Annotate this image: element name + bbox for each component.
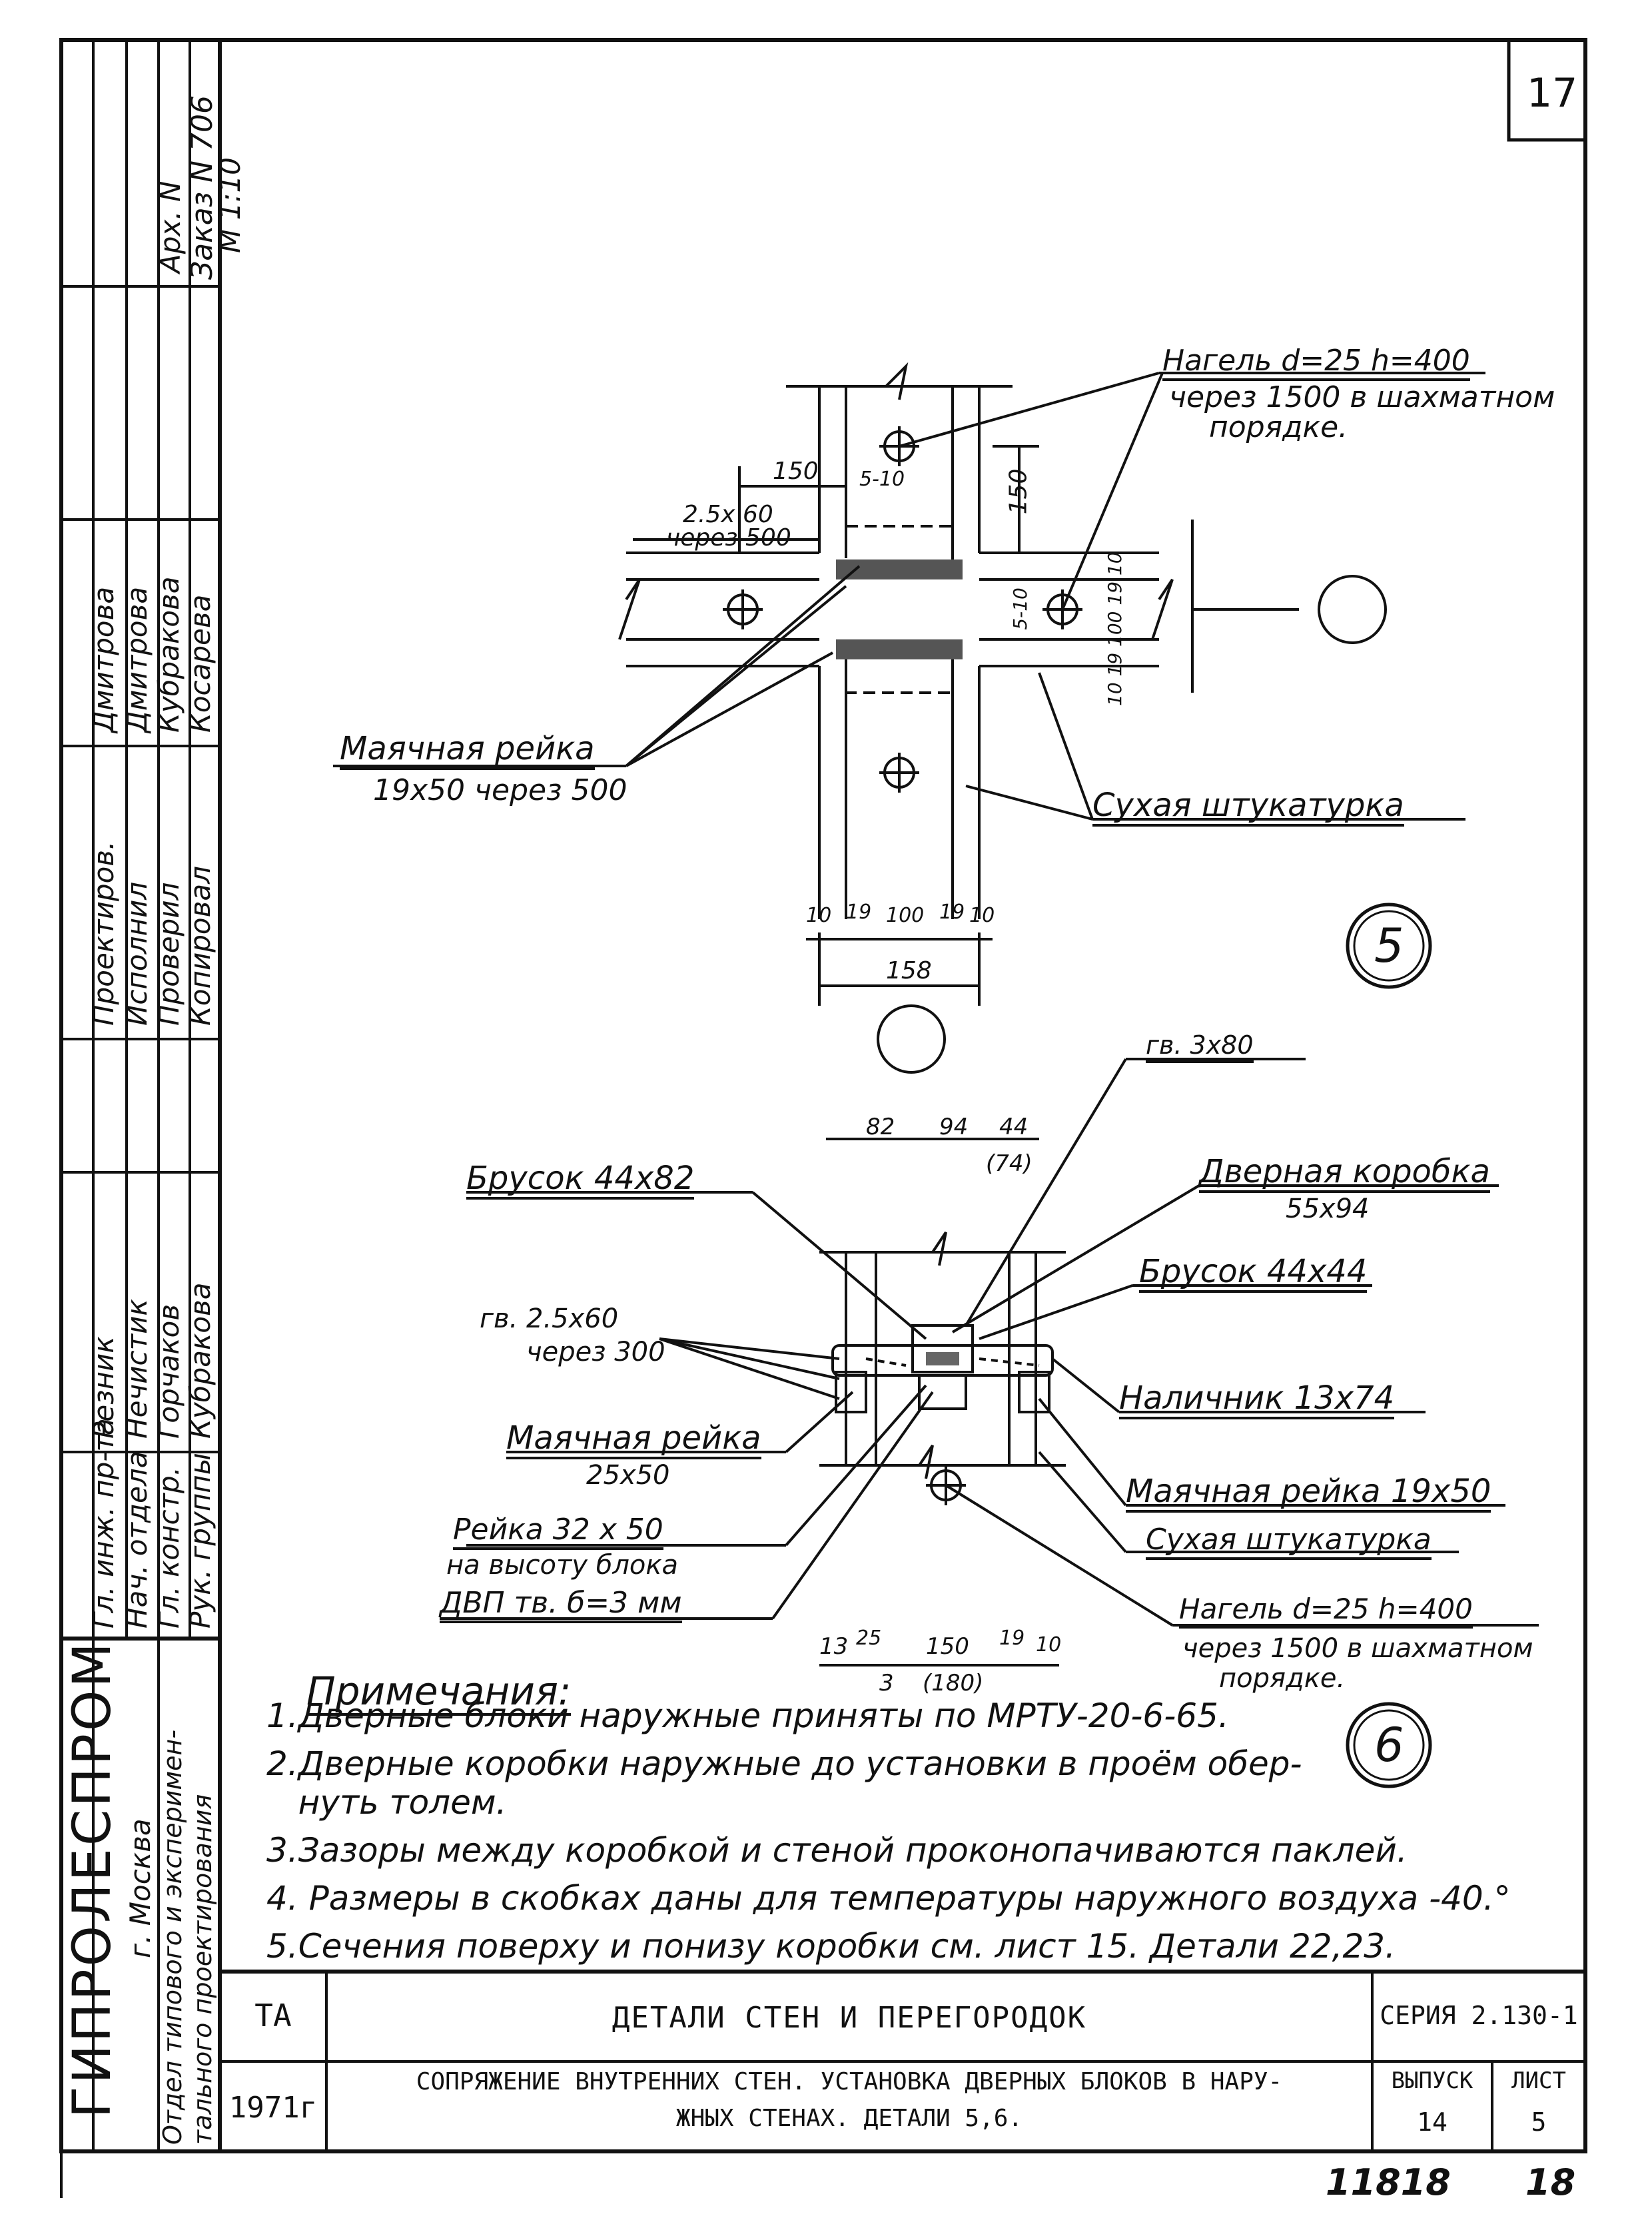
- d5-rail-1: Маячная рейка: [340, 733, 595, 770]
- stamp-role-4: Рук. группы: [184, 1453, 216, 1629]
- notes-heading: Примечания:: [306, 1672, 572, 1716]
- d5-right-dims: 10 19 100 19 10: [1104, 552, 1126, 706]
- stamp-order-label: Заказ N 706: [185, 95, 219, 280]
- d6-gv-1: гв. 2.5x60: [480, 1303, 619, 1334]
- d6-dvp: ДВП тв. б=3 мм: [440, 1589, 682, 1623]
- stamp-dept-2: тального проектирования: [188, 1794, 217, 2145]
- d6-door-frame-2: 55x94: [1286, 1194, 1370, 1224]
- detail-6-geometry: [440, 1058, 1539, 1788]
- d6-rail-left-1: Маячная рейка: [506, 1422, 761, 1459]
- stamp-role-6: Исполнил: [121, 881, 153, 1026]
- d6-bottom-dim-5: 10: [1036, 1633, 1062, 1657]
- d6-gv-top: гв. 3x80: [1146, 1032, 1254, 1063]
- stamp-name-bottom-4: Косарева: [184, 594, 216, 733]
- d5-nagel-1: Нагель d=25 h=400: [1162, 346, 1470, 381]
- sheet-number-bottom: 18: [1525, 2161, 1576, 2203]
- d5-dim-b-3: 100: [886, 904, 925, 927]
- d5-nagel-3: порядке.: [1209, 410, 1348, 444]
- stamp-role-5: Проектиров.: [87, 841, 120, 1026]
- tb-title-2a: СОПРЯЖЕНИЕ ВНУТРЕННИХ СТЕН. УСТАНОВКА ДВ…: [416, 2068, 1283, 2095]
- stamp-role-8: Копировал: [184, 866, 216, 1026]
- d6-bottom-dim-3mm: 3: [879, 1670, 894, 1696]
- stamp-scale: М 1:10: [214, 157, 246, 253]
- d6-nalichnik: Наличник 13x74: [1119, 1382, 1395, 1419]
- d5-dim-5-10-v: 5-10: [1009, 587, 1031, 630]
- d6-door-frame-1: Дверная коробка: [1199, 1156, 1490, 1193]
- d5-nail-1: 2.5x 60: [683, 501, 773, 528]
- d6-top-dim-3: 44: [999, 1114, 1029, 1140]
- d6-bottom-dim-3: 150: [926, 1633, 969, 1660]
- d5-nail-2: через 500: [666, 524, 791, 552]
- d5-dim-150-top: 150: [773, 458, 819, 485]
- d6-nagel-3: порядке.: [1219, 1663, 1346, 1694]
- tb-sheet-value: 5: [1531, 2107, 1547, 2137]
- d5-nagel-2: через 1500 в шахматном: [1169, 380, 1555, 414]
- note-item-3: нуть толем.: [266, 1783, 507, 1822]
- note-item-5: 4. Размеры в скобках даны для температур…: [266, 1879, 1511, 1918]
- archive-number: 11818: [1326, 2161, 1451, 2203]
- stamp-name-bottom-2: Дмитрова: [121, 586, 153, 733]
- d6-nagel-2: через 1500 в шахматном: [1182, 1633, 1533, 1664]
- d6-top-dim-1: 82: [866, 1114, 895, 1140]
- tb-code: ТА: [254, 1998, 292, 2034]
- d6-nagel-1: Нагель d=25 h=400: [1179, 1595, 1473, 1629]
- d6-bottom-dim-paren: (180): [923, 1670, 984, 1696]
- d5-dim-b-2: 19: [846, 901, 872, 924]
- page-number: 17: [1527, 70, 1578, 117]
- d6-rail-right: Маячная рейка 19x50: [1126, 1475, 1491, 1513]
- d6-reika-1: Рейка 32 x 50: [453, 1515, 663, 1550]
- note-item-2: 2.Дверные коробки наружные до установки …: [266, 1744, 1302, 1783]
- d6-gv-2: через 300: [526, 1337, 665, 1367]
- tb-title-2b: ЖНЫХ СТЕНАХ. ДЕТАЛИ 5,6.: [675, 2105, 1023, 2132]
- d5-rail-2: 19x50 через 500: [373, 773, 627, 807]
- page-number-box: [1507, 38, 1587, 142]
- d6-bottom-dim-4: 19: [999, 1627, 1025, 1650]
- d6-reika-2: на высоту блока: [446, 1550, 679, 1581]
- tb-sheet-label: ЛИСТ: [1511, 2067, 1566, 2094]
- d6-bottom-dim-2: 25: [856, 1627, 882, 1650]
- d5-callout-number: 5: [1374, 919, 1404, 973]
- d6-brusok-2: Брусок 44x44: [1139, 1256, 1368, 1293]
- d6-top-dim-paren: (74): [986, 1150, 1032, 1177]
- stamp-name-top-2: Нечистик: [121, 1299, 153, 1439]
- tb-issue-label: ВЫПУСК: [1391, 2067, 1473, 2094]
- tb-title-1: ДЕТАЛИ СТЕН И ПЕРЕГОРОДОК: [612, 2001, 1087, 2035]
- d5-dim-158: 158: [886, 957, 932, 984]
- tb-year: 1971г: [228, 2091, 318, 2125]
- stamp-org-city: г. Москва: [124, 1818, 157, 1958]
- stamp-org: ГИПРОЛЕСПРОМ: [63, 1640, 123, 2118]
- d6-top-dim-2: 94: [939, 1114, 969, 1140]
- d6-plaster: Сухая штукатурка: [1146, 1525, 1432, 1560]
- stamp-name-top-4: Кубракова: [184, 1282, 216, 1439]
- stamp-role-3: Гл. констр.: [153, 1466, 185, 1629]
- d6-brusok-1: Брусок 44x82: [466, 1162, 695, 1200]
- stamp-role-1: Гл. инж. пр-та: [87, 1418, 120, 1629]
- stamp-name-bottom-1: Дмитрова: [87, 586, 120, 733]
- d5-dim-b-1: 10: [806, 904, 832, 927]
- tb-issue-value: 14: [1417, 2107, 1447, 2137]
- detail-5-geometry: [333, 362, 1485, 1074]
- note-item-1: 1.Дверные блоки наружные приняты по МРТУ…: [266, 1696, 1229, 1735]
- notes-list: 1.Дверные блоки наружные приняты по МРТУ…: [266, 1692, 1565, 1970]
- d5-plaster: Сухая штукатурка: [1092, 789, 1404, 827]
- note-item-4: 3.Зазоры между коробкой и стеной проконо…: [266, 1831, 1408, 1870]
- stamp-role-7: Проверил: [153, 882, 185, 1026]
- d5-dim-b-4: 19: [939, 901, 965, 924]
- tb-series: СЕРИЯ 2.130-1: [1380, 2001, 1578, 2030]
- d5-dim-5-10: 5-10: [859, 468, 905, 491]
- d6-callout-number: 6: [1374, 1718, 1404, 1772]
- d5-dim-150-right: 150: [1005, 468, 1032, 515]
- stamp-name-top-3: Горчаков: [153, 1303, 185, 1439]
- stamp-dept-1: Отдел типового и эксперимен-: [158, 1729, 187, 2145]
- note-item-6: 5.Сечения поверху и понизу коробки см. л…: [266, 1927, 1396, 1966]
- d6-bottom-dim-1: 13: [819, 1633, 849, 1660]
- stamp-name-bottom-3: Кубракова: [153, 576, 185, 733]
- stamp-arch-no: Арх. N: [154, 181, 187, 273]
- d5-dim-b-5: 10: [969, 904, 995, 927]
- stamp-role-2: Нач. отдела: [121, 1451, 153, 1629]
- d6-rail-left-2: 25x50: [586, 1460, 670, 1491]
